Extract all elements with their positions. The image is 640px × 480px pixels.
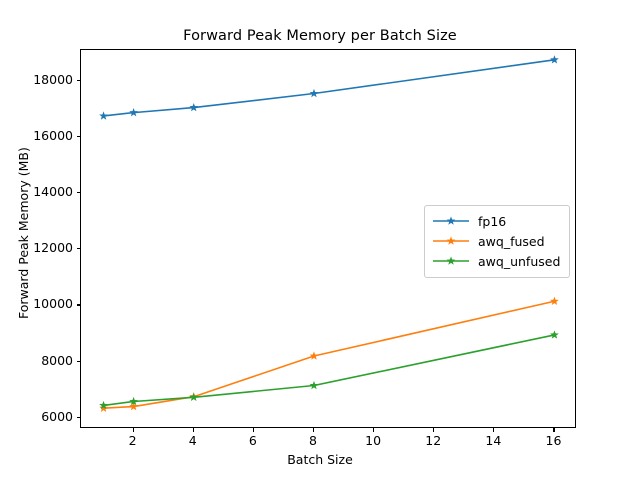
x-tick-mark [252, 428, 254, 432]
legend-item-awq_fused[interactable]: awq_fused [432, 231, 562, 251]
x-tick-mark [493, 428, 495, 432]
data-point-marker [309, 380, 319, 390]
x-tick-label: 12 [425, 433, 442, 448]
series-line [102, 334, 556, 407]
series-awq_unfused [99, 330, 559, 410]
series-awq_fused [99, 296, 559, 412]
x-tick-label: 10 [365, 433, 382, 448]
x-tick-label: 14 [485, 433, 502, 448]
y-tick-label: 8000 [41, 352, 73, 368]
legend-swatch-awq_fused [433, 236, 469, 245]
x-tick-mark [373, 428, 375, 432]
y-tick-mark [76, 416, 80, 418]
y-tick-label: 16000 [33, 128, 73, 144]
y-tick-label: 6000 [41, 408, 73, 424]
x-tick-mark [192, 428, 194, 432]
x-tick-label: 6 [248, 433, 257, 448]
legend-label: awq_fused [478, 233, 545, 249]
x-axis-label: Batch Size [287, 452, 353, 467]
legend-label: awq_unfused [478, 253, 561, 269]
y-tick-mark [76, 360, 80, 362]
x-tick-label: 8 [308, 433, 317, 448]
data-point-marker [550, 55, 559, 64]
data-point-marker [550, 330, 559, 339]
series-fp16 [99, 55, 559, 120]
data-point-marker [99, 400, 108, 410]
legend-swatch-fp16 [433, 216, 469, 225]
legend-item-awq_unfused[interactable]: awq_unfused [432, 251, 562, 271]
chart-title: Forward Peak Memory per Batch Size [183, 28, 457, 44]
data-point-marker [189, 102, 199, 112]
y-tick-label: 12000 [33, 240, 73, 256]
x-tick-label: 4 [188, 433, 197, 448]
series-lines [99, 55, 559, 412]
y-axis-label: Forward Peak Memory (MB) [16, 146, 31, 319]
legend[interactable]: fp16 awq_fused awq_unfused [424, 205, 570, 278]
x-tick-label: 16 [545, 433, 562, 448]
data-point-marker [189, 392, 199, 401]
y-tick-label: 10000 [33, 296, 73, 312]
data-point-marker [129, 108, 138, 117]
data-point-marker [550, 296, 559, 305]
data-point-marker [129, 396, 138, 406]
series-line [102, 300, 556, 410]
x-tick-mark [553, 428, 555, 432]
data-point-marker [309, 88, 319, 98]
y-tick-mark [76, 304, 80, 306]
x-tick-label: 2 [128, 433, 137, 448]
x-tick-mark [312, 428, 315, 432]
y-tick-label: 18000 [33, 71, 73, 87]
x-tick-mark [433, 428, 435, 432]
data-point-marker [99, 111, 108, 120]
series-line [102, 59, 556, 117]
legend-label: fp16 [478, 213, 507, 229]
data-point-marker [309, 351, 319, 360]
data-point-marker [99, 403, 108, 412]
y-tick-label: 14000 [33, 184, 73, 200]
data-point-marker [129, 401, 138, 411]
y-tick-mark [76, 136, 80, 138]
x-tick-mark [132, 428, 134, 432]
legend-swatch-awq_unfused [433, 256, 469, 265]
y-tick-mark [76, 192, 80, 194]
y-tick-mark [76, 79, 80, 81]
legend-item-fp16[interactable]: fp16 [432, 211, 562, 231]
y-tick-mark [76, 248, 80, 250]
